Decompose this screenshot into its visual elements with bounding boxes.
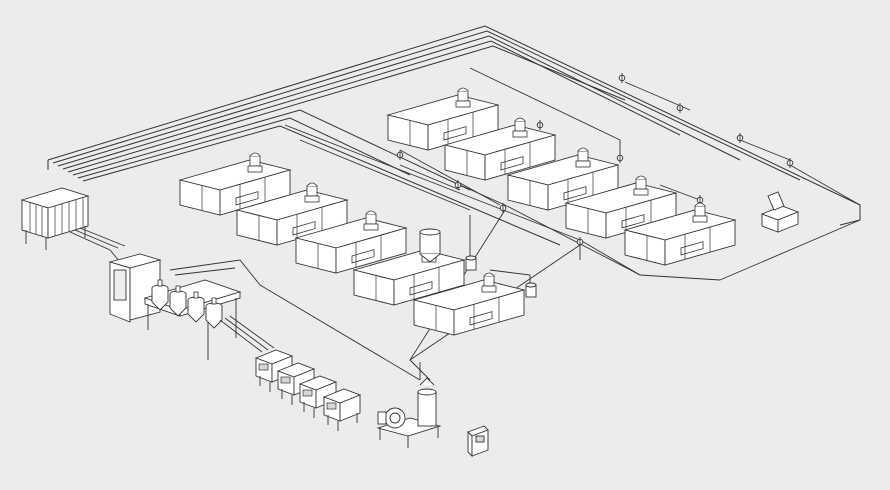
vacuum-pump-station <box>376 377 442 448</box>
dryer-unit <box>323 388 361 432</box>
pickup-bin <box>525 282 537 298</box>
valve <box>576 236 584 248</box>
vacuum-control-box <box>467 425 489 458</box>
pickup-bins <box>465 255 537 298</box>
manifold-down-pipes <box>69 227 126 263</box>
valve <box>736 132 744 144</box>
valve <box>616 152 624 164</box>
dryer-units <box>255 349 361 432</box>
valve <box>618 72 626 84</box>
hopper-dryer <box>419 228 441 263</box>
injection-molding-machines <box>179 87 736 336</box>
pickup-bin <box>465 255 477 271</box>
dryer-feed-pipes <box>219 315 275 353</box>
granulator <box>760 191 800 233</box>
trunk-pipe-bundle <box>47 25 861 246</box>
distribution-manifold <box>20 187 90 250</box>
valve <box>536 119 544 131</box>
